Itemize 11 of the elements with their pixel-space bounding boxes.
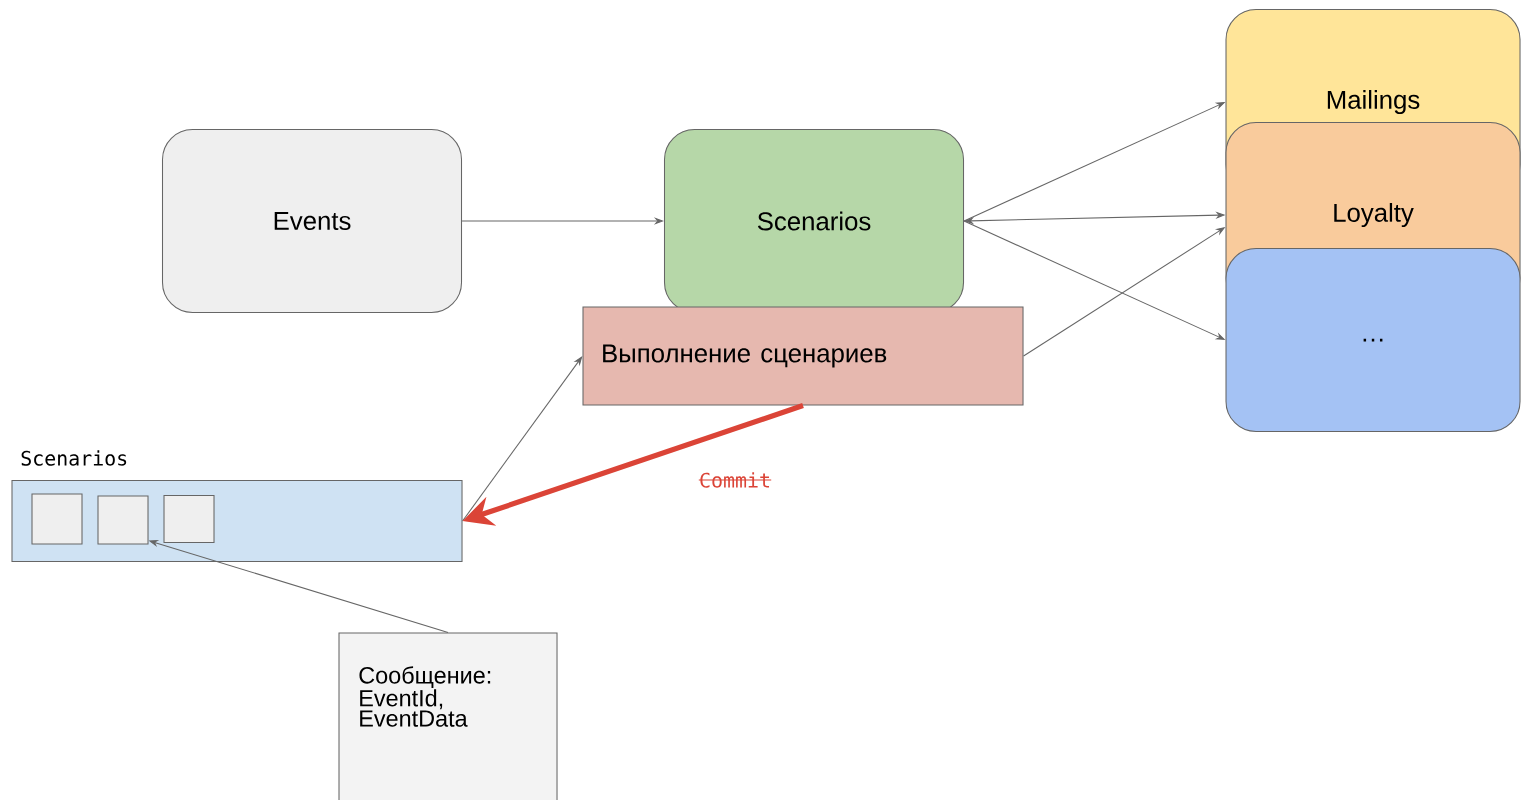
note-box: Сообщение: EventId, EventData [338,632,558,800]
process-box: Events [161,128,463,314]
process-box: Scenarios [663,128,965,314]
message-cell [97,495,149,545]
process-box: Выполнение сценариев [582,306,1024,406]
node-label: Scenarios [21,450,127,466]
edge-label: Commit [698,472,772,488]
message-cell [163,495,215,544]
arrow [462,356,583,522]
service-box: … [1225,247,1521,433]
message-cell [31,493,83,545]
